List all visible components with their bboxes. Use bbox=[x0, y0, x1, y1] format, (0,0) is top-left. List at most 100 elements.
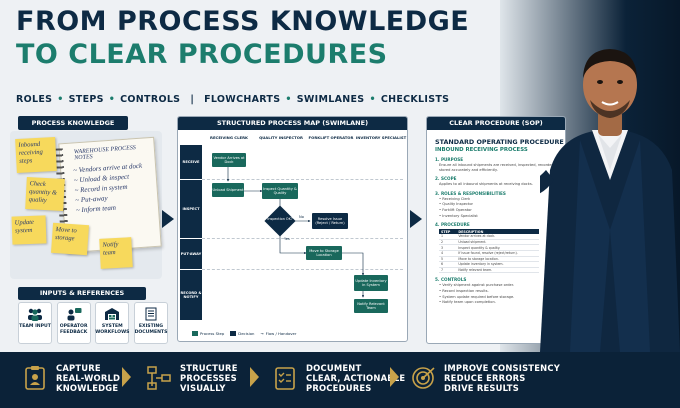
presenter-person bbox=[540, 49, 680, 352]
sop-title: STANDARD OPERATING PROCEDURE bbox=[435, 138, 564, 146]
flow-arrow-icon bbox=[410, 210, 422, 228]
input-card-workflows: SYSTEM WORKFLOWS bbox=[95, 302, 129, 344]
flow-node-update: Update Inventory in System bbox=[354, 275, 388, 291]
lane-label: RECEIVE bbox=[180, 145, 202, 179]
flow-node-resolve: Resolve Issue (Reject / Return) bbox=[312, 213, 348, 229]
benefit-line: REAL-WORLD bbox=[56, 373, 121, 383]
step-desc: Unload shipment. bbox=[456, 239, 539, 246]
input-label: SYSTEM WORKFLOWS bbox=[95, 324, 130, 335]
sop-subtitle: INBOUND RECEIVING PROCESS bbox=[435, 147, 528, 153]
tag-swimlanes: SWIMLANES bbox=[296, 94, 365, 105]
step-num: 6 bbox=[439, 261, 457, 268]
feedback-icon bbox=[66, 307, 82, 321]
sticky-note: Notify team bbox=[99, 237, 133, 269]
tag-steps: STEPS bbox=[68, 94, 104, 105]
sop-section: 3. ROLES & RESPONSIBILITIES bbox=[435, 190, 506, 196]
lane-divider bbox=[202, 238, 403, 239]
benefit-line: DOCUMENT bbox=[306, 363, 362, 373]
step-desc: Move to storage location. bbox=[456, 256, 539, 263]
benefit-line: STRUCTURE bbox=[180, 363, 238, 373]
column-header: INVENTORY SPECIALIST bbox=[355, 135, 407, 140]
target-icon bbox=[410, 365, 436, 391]
sticky-note: Inbound receiving steps bbox=[15, 136, 57, 174]
sop-role: • Quality Inspector bbox=[439, 202, 474, 207]
flow-node-notify: Notify Relevant Team bbox=[354, 299, 388, 313]
step-desc: If issue found, resolve (reject/return). bbox=[456, 250, 539, 257]
clipboard-person-icon bbox=[22, 365, 48, 391]
column-header: QUALITY INSPECTOR bbox=[259, 135, 303, 140]
decision-yes-label: Yes bbox=[284, 237, 290, 241]
tag-roles: ROLES bbox=[16, 94, 53, 105]
benefit-line: REDUCE ERRORS bbox=[444, 373, 526, 383]
sop-role: • Receiving Clerk bbox=[439, 196, 471, 201]
legend-swatch-step bbox=[192, 331, 198, 336]
table-header: DESCRIPTION bbox=[456, 229, 539, 235]
input-card-documents: EXISTING DOCUMENTS bbox=[133, 302, 168, 344]
tag-flowcharts: FLOWCHARTS bbox=[204, 94, 281, 105]
step-desc: Notify relevant team. bbox=[456, 267, 539, 274]
table-header: STEP bbox=[439, 229, 457, 235]
step-desc: Vendor arrives at dock. bbox=[456, 234, 539, 240]
lane-label: RECORD & NOTIFY bbox=[180, 270, 202, 320]
sop-section: 2. SCOPE bbox=[435, 176, 457, 182]
input-label: EXISTING DOCUMENTS bbox=[134, 324, 168, 335]
sticky-note: Check quantity & quality bbox=[25, 177, 65, 211]
legend-flow: Flow / Handover bbox=[265, 331, 297, 336]
legend-swatch-decision bbox=[230, 331, 237, 336]
flow-arrow-icon bbox=[162, 210, 174, 228]
title-line-1: FROM PROCESS KNOWLEDGE bbox=[16, 6, 470, 37]
inputs-row: TEAM INPUT OPERATOR FEEDBACK SYSTEM WORK… bbox=[18, 302, 168, 344]
benefit-line: VISUALLY bbox=[180, 383, 226, 393]
sop-control: • Verify shipment against purchase order… bbox=[439, 283, 514, 288]
step-num: 1 bbox=[439, 234, 457, 240]
legend-decision: Decision bbox=[238, 331, 255, 336]
sop-control: • System update required before storage. bbox=[439, 294, 515, 299]
lane-label: INSPECT bbox=[180, 180, 202, 238]
flow-node-unload: Unload Shipment bbox=[212, 183, 244, 197]
flow-node-inspect: Inspect Quantity & Quality bbox=[262, 183, 298, 199]
document-icon bbox=[143, 307, 159, 321]
step-desc: Update inventory in system. bbox=[456, 261, 539, 268]
sop-text: Ensure all inbound shipments are receive… bbox=[439, 163, 563, 172]
column-header: RECEIVING CLERK bbox=[210, 135, 248, 140]
input-label: OPERATOR FEEDBACK bbox=[59, 324, 88, 335]
sop-role: • Forklift Operator bbox=[439, 207, 472, 212]
sop-control: • Record inspection results. bbox=[439, 288, 489, 293]
checklist-icon bbox=[272, 365, 298, 391]
process-knowledge-title: PROCESS KNOWLEDGE bbox=[18, 116, 128, 130]
input-card-team: TEAM INPUT bbox=[18, 302, 52, 344]
step-num: 2 bbox=[439, 239, 457, 246]
swimlane-title: STRUCTURED PROCESS MAP (SWIMLANE) bbox=[178, 117, 407, 130]
sop-role: • Inventory Specialist bbox=[439, 213, 478, 218]
step-desc: Inspect quantity & quality. bbox=[456, 244, 539, 251]
step-num: 7 bbox=[439, 267, 457, 274]
step-num: 3 bbox=[439, 244, 457, 251]
team-icon bbox=[27, 307, 43, 321]
benefit-line: CLEAR, ACTIONABLE bbox=[306, 373, 406, 383]
benefit-line: KNOWLEDGE bbox=[56, 383, 119, 393]
benefit-line: CAPTURE bbox=[56, 363, 101, 373]
swimlane-panel: STRUCTURED PROCESS MAP (SWIMLANE) RECEIV… bbox=[177, 116, 408, 342]
decision-no-label: No bbox=[299, 215, 304, 219]
flow-node-move: Move to Storage Location bbox=[306, 246, 342, 260]
column-header: FORKLIFT OPERATOR bbox=[308, 135, 354, 140]
sop-section: 4. PROCEDURE bbox=[435, 222, 470, 228]
chevron-right-icon bbox=[250, 367, 259, 387]
inputs-title: INPUTS & REFERENCES bbox=[18, 287, 146, 300]
page-title: FROM PROCESS KNOWLEDGE TO CLEAR PROCEDUR… bbox=[16, 8, 469, 68]
warehouse-icon bbox=[104, 307, 120, 321]
notebook-list: ~ Vendors arrive at dock ~ Unload & insp… bbox=[73, 160, 158, 216]
benefit-line: IMPROVE CONSISTENCY bbox=[444, 363, 560, 373]
input-card-feedback: OPERATOR FEEDBACK bbox=[56, 302, 91, 344]
sop-header: CLEAR PROCEDURE (SOP) bbox=[427, 117, 565, 130]
sticky-note: Update system bbox=[11, 215, 47, 245]
